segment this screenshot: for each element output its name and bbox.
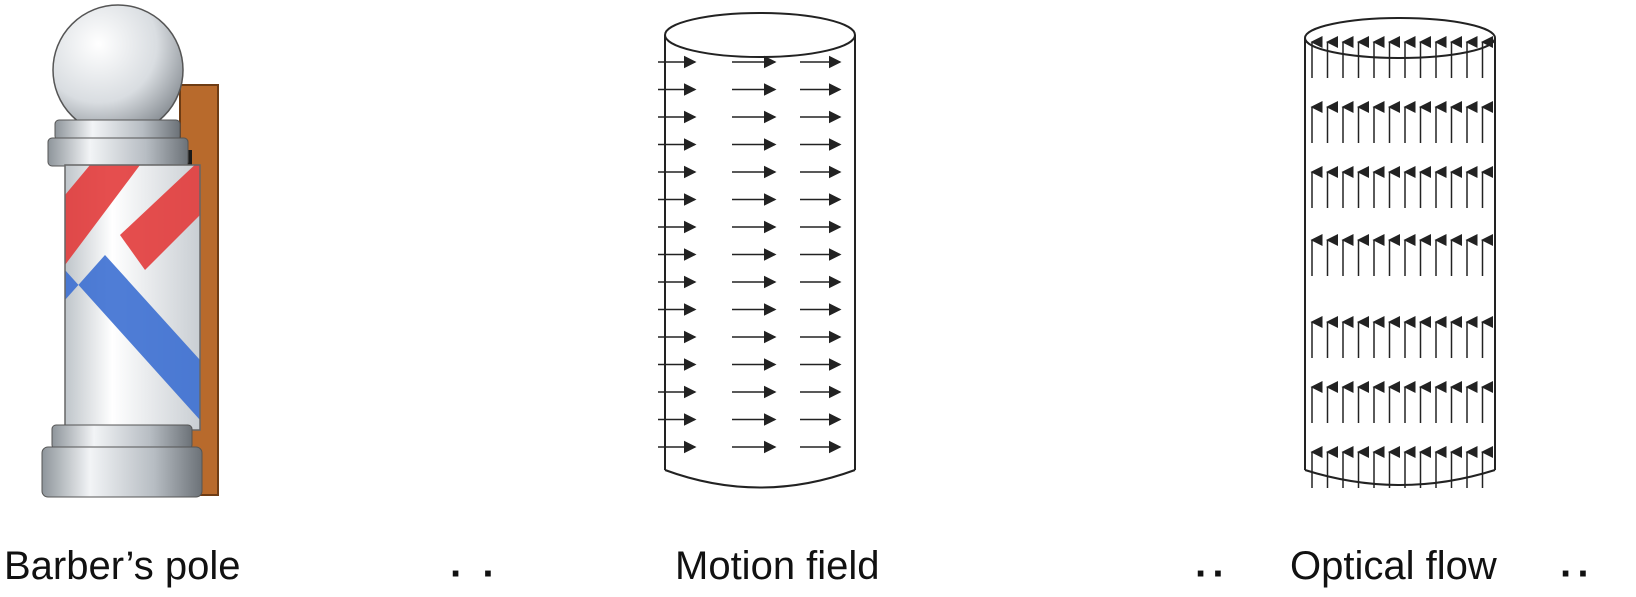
pole-top-ball — [52, 4, 184, 136]
cropped-text-fragment: ·· — [1560, 552, 1595, 596]
caption-barbers-pole: Barber’s pole — [4, 544, 241, 588]
optical-flow-arrows — [1310, 36, 1493, 488]
caption-motion-field: Motion field — [675, 544, 880, 588]
caption-optical-flow: Optical flow — [1290, 544, 1497, 588]
barber-pole-illustration — [41, 4, 219, 498]
cropped-text-fragment: ·· — [1195, 552, 1230, 596]
motion-field-illustration — [658, 12, 856, 489]
optical-flow-illustration — [1304, 17, 1496, 488]
motion-field-arrows — [658, 55, 842, 454]
pole-stripes — [65, 165, 200, 420]
cropped-text-fragment: · · — [450, 552, 500, 596]
